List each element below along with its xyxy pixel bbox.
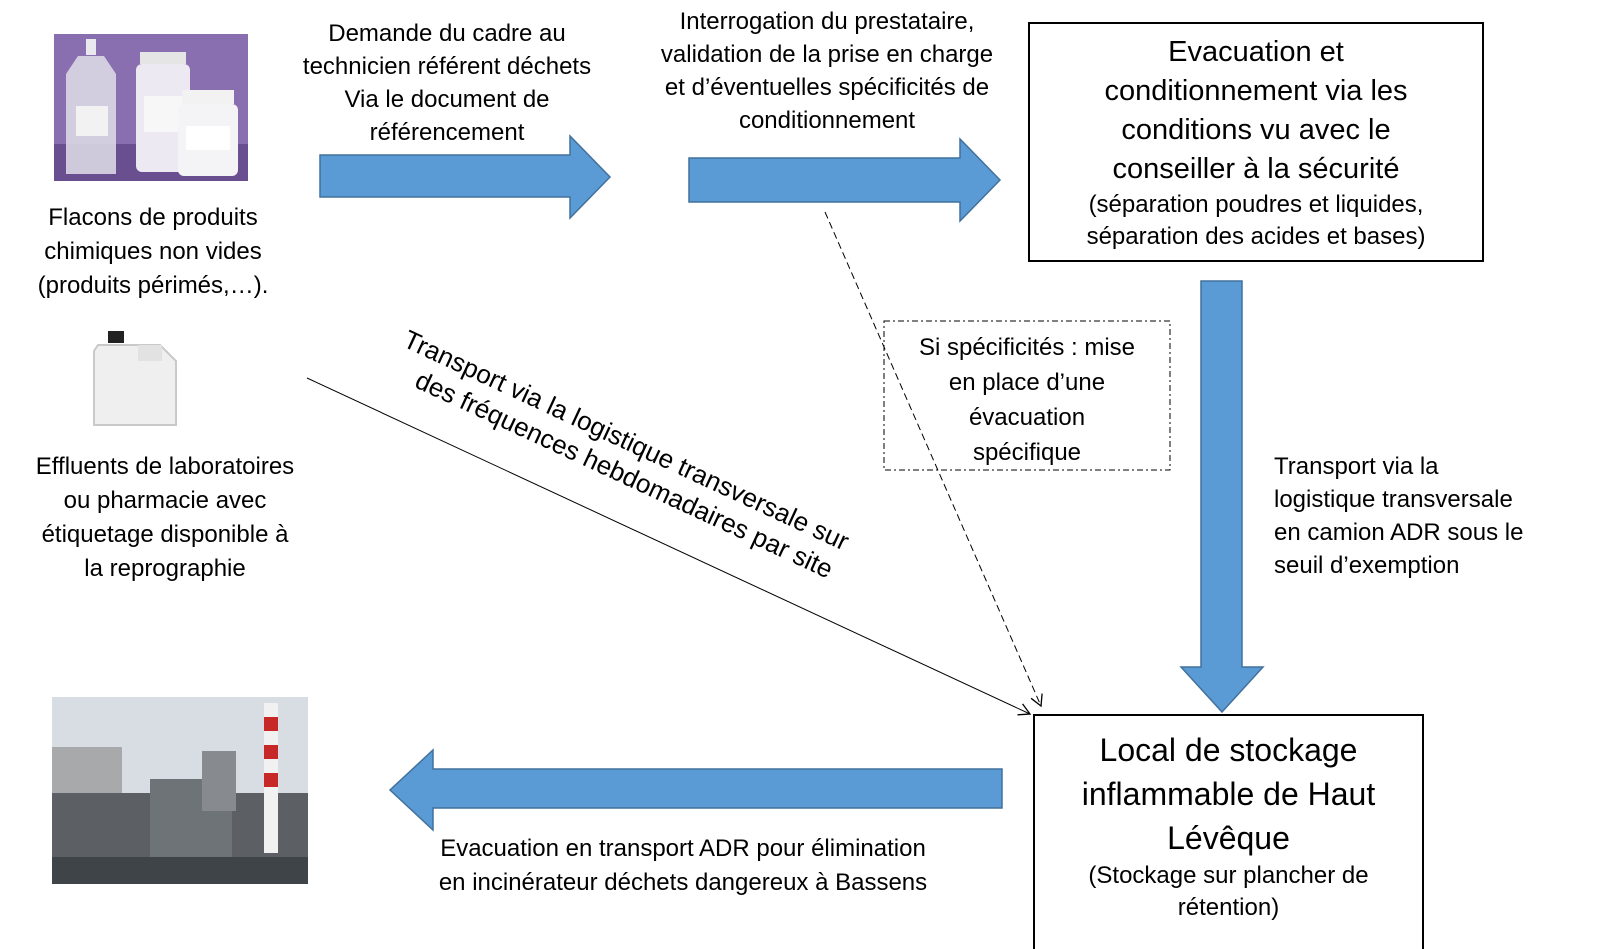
- step2-text: Interrogation du prestataire, validation…: [660, 8, 994, 134]
- jerrycan-picture: [93, 331, 177, 426]
- incinerator-picture: [52, 697, 308, 884]
- dashed-box-text: Si spécificités : mise en place d’une év…: [918, 334, 1136, 466]
- storage-box-title: Local de stockage inflammable de Haut Lé…: [1081, 732, 1376, 856]
- block-arrow-down: [1179, 280, 1265, 714]
- step1-text: Demande du cadre au technicien référent …: [302, 20, 592, 146]
- block-arrow-left: [388, 748, 1003, 832]
- evacuation-box-title: Evacuation et conditionnement via les co…: [1104, 36, 1408, 185]
- bottom-caption: Evacuation en transport ADR pour élimina…: [438, 835, 928, 896]
- evacuation-box-note: (séparation poudres et liquides, séparat…: [1086, 191, 1426, 250]
- effluents-caption: Effluents de laboratoires ou pharmacie a…: [35, 453, 295, 582]
- jerrycan-photo: [88, 321, 184, 431]
- block-arrow-right-1: [319, 134, 612, 220]
- storage-box: Local de stockage inflammable de Haut Lé…: [1033, 714, 1424, 949]
- chemical-bottles-picture: [54, 34, 248, 181]
- dashed-arrow-to-storage: [824, 211, 1043, 708]
- incinerator-photo: [52, 697, 308, 884]
- diagonal-transport-arrow: [306, 377, 1032, 716]
- block-arrow-right-2: [688, 137, 1002, 223]
- chemical-bottles-photo: [54, 34, 248, 181]
- dashed-specificity-box: [883, 320, 1171, 471]
- storage-box-note: (Stockage sur plancher de rétention): [1088, 862, 1369, 921]
- right-transport-text: Transport via la logistique transversale…: [1274, 453, 1524, 579]
- evacuation-box: Evacuation et conditionnement via les co…: [1028, 22, 1484, 262]
- bottles-caption: Flacons de produits chimiques non vides …: [37, 204, 269, 299]
